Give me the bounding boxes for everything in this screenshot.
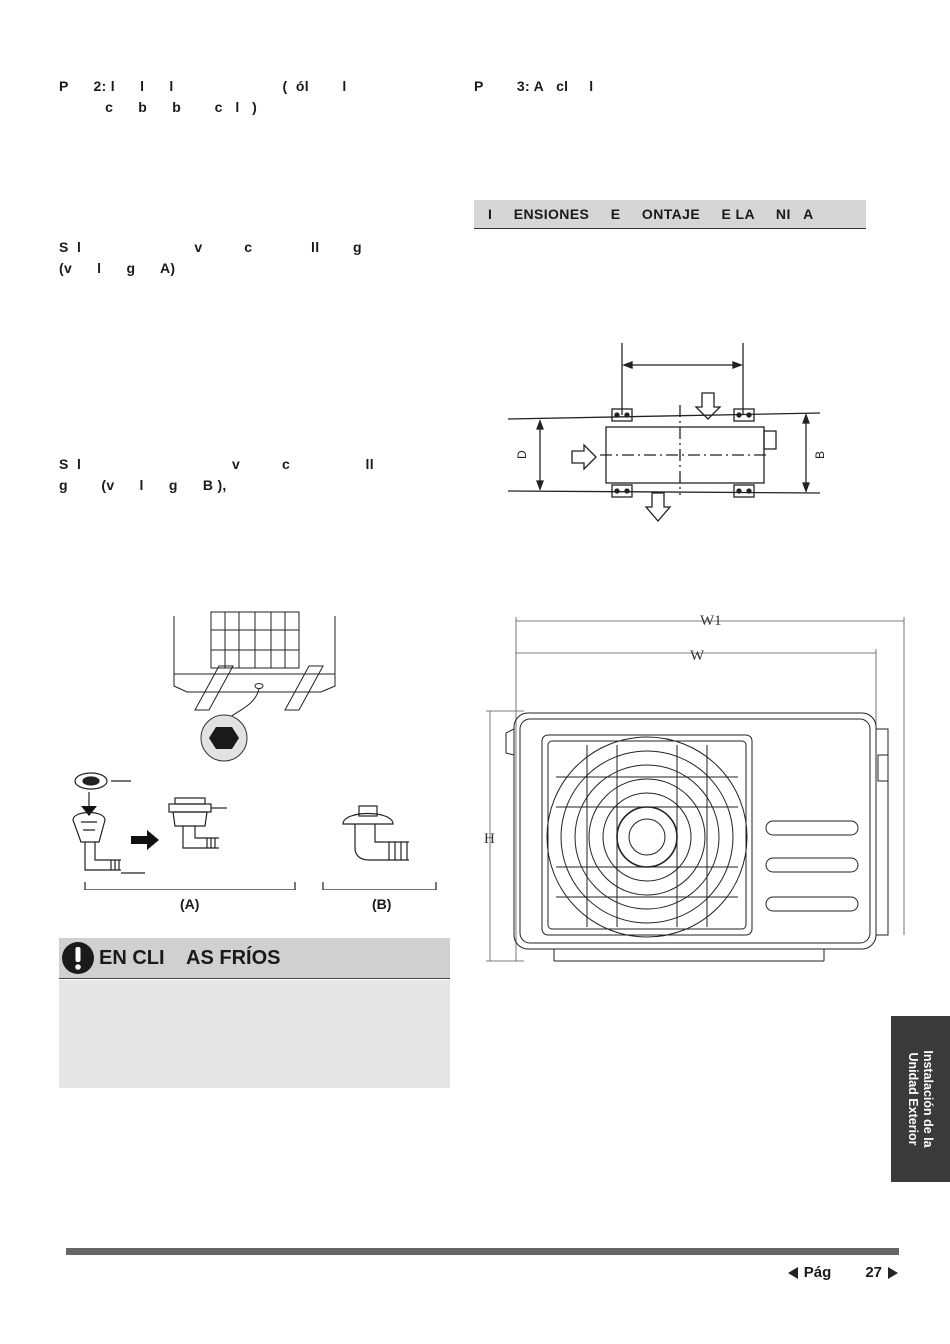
side-tab-line1: Instalación de la <box>921 1050 936 1148</box>
warning-body <box>59 980 450 1088</box>
left-para2-line1: S l v c ll g <box>59 239 362 255</box>
left-para3-line1: S l v c ll <box>59 456 374 472</box>
dim-b-label: B <box>813 451 827 459</box>
dim-w-label: W <box>690 648 705 664</box>
page-number: 27 <box>865 1264 882 1281</box>
side-section-tab: Instalación de la Unidad Exterior <box>891 1016 950 1182</box>
next-page-icon[interactable] <box>888 1266 898 1279</box>
section-header: I ENSIONES E ONTAJE E LA NI A <box>474 200 866 229</box>
dim-w1-label: W1 <box>700 613 722 629</box>
exclamation-icon <box>62 942 94 974</box>
warning-title: EN CLI AS FRÍOS <box>99 947 281 969</box>
section-header-text: I ENSIONES E ONTAJE E LA NI A <box>488 206 814 222</box>
warning-header: EN CLI AS FRÍOS <box>59 938 450 979</box>
page-label: Pág <box>803 1264 832 1281</box>
mounting-dimensions-diagram: D B <box>507 343 827 522</box>
dim-d-label: D <box>515 450 529 459</box>
dim-h-label: H <box>484 831 495 847</box>
left-para2-line2: (v l g A) <box>59 260 176 276</box>
drain-joint-diagram <box>72 611 437 890</box>
right-para1-line1: P 3: A cl l <box>474 78 594 94</box>
left-para1-line2: c b b c l ) <box>59 99 258 115</box>
footer-rule <box>66 1248 899 1255</box>
figure-label-b: (B) <box>372 896 392 912</box>
left-para1-line1: P 2: l l l ( ól l <box>59 78 347 94</box>
left-para3-line2: g (v l g B ), <box>59 477 227 493</box>
side-tab-line2: Unidad Exterior <box>906 1052 921 1146</box>
previous-page-icon[interactable] <box>787 1266 798 1279</box>
outdoor-unit-front-diagram: W1 W H <box>484 613 905 962</box>
figure-label-a: (A) <box>180 896 200 912</box>
page-indicator: Pág 27 <box>787 1264 898 1281</box>
